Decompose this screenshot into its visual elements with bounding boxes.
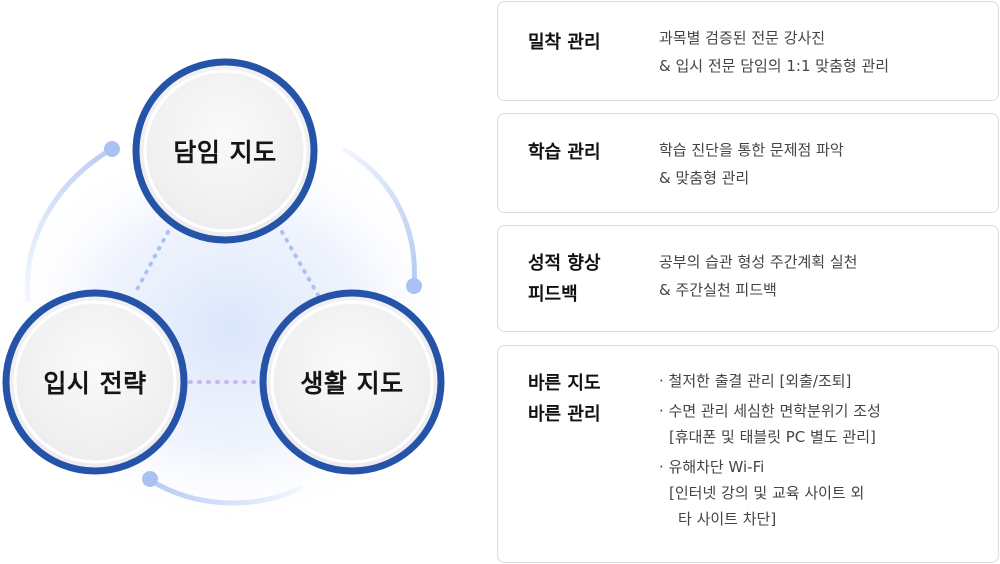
card-title-line: 밀착 관리 [528,32,601,53]
connector-top-left [132,230,170,297]
card-body-line: 과목별 검증된 전문 강사진 [659,29,826,47]
card-title-line: 성적 향상 [528,253,601,274]
bullet-line: · 유해차단 Wi-Fi [659,458,765,476]
card-title-line: 바른 관리 [528,404,601,425]
circle-admission-strategy [2,289,188,475]
card-title: 성적 향상 피드백 [528,248,601,310]
bullet-line: 타 사이트 차단] [678,510,777,528]
card-bullet-list: · 철저한 출결 관리 [외출/조퇴] · 수면 관리 세심한 면학분위기 조성… [659,368,881,536]
node-label-life: 생활 지도 [300,369,404,398]
node-label-admission: 입시 전략 [43,369,147,398]
card-title: 밀착 관리 [528,27,601,58]
card-body-line: 공부의 습관 형성 주간계획 실천 [659,253,858,271]
cycle-diagram: 담임 지도 생활 지도 입시 전략 [0,0,470,564]
cycle-diagram-graphic [0,58,460,530]
card-title: 바른 지도 바른 관리 [528,368,601,430]
card-body: 과목별 검증된 전문 강사진 & 입시 전문 담임의 1:1 맞춤형 관리 [659,24,889,80]
card-title-line: 피드백 [528,284,578,305]
arc-bottom [147,477,303,506]
arc-dot-right [406,278,422,294]
arc-dot-bottom [142,471,158,487]
card-title-line: 학습 관리 [528,142,601,163]
card-title: 학습 관리 [528,137,601,168]
bullet-line: · 철저한 출결 관리 [외출/조퇴] [659,372,852,390]
bullet-item-study-environment: · 수면 관리 세심한 면학분위기 조성 [휴대폰 및 태블릿 PC 별도 관리… [659,398,881,450]
circle-life-guidance [259,289,445,475]
bullet-item-attendance: · 철저한 출결 관리 [외출/조퇴] [659,368,881,394]
card-body-line: 학습 진단을 통한 문제점 파악 [659,141,844,159]
card-right-guidance: 바른 지도 바른 관리 · 철저한 출결 관리 [외출/조퇴] · 수면 관리 … [497,345,999,563]
arc-dot-left [104,141,120,157]
card-body: 학습 진단을 통한 문제점 파악 & 맞춤형 관리 [659,136,844,192]
card-grade-feedback: 성적 향상 피드백 공부의 습관 형성 주간계획 실천 & 주간실천 피드백 [497,225,999,332]
card-body-line: & 맞춤형 관리 [659,169,750,187]
card-body-line: & 입시 전문 담임의 1:1 맞춤형 관리 [659,57,890,75]
bullet-line: [인터넷 강의 및 교육 사이트 외 [669,484,865,502]
card-body: 공부의 습관 형성 주간계획 실천 & 주간실천 피드백 [659,248,857,304]
card-study-management: 학습 관리 학습 진단을 통한 문제점 파악 & 맞춤형 관리 [497,113,999,213]
arc-right-upper [342,147,417,289]
circle-homeroom-guidance [132,58,318,244]
bullet-item-wifi-filter: · 유해차단 Wi-Fi [인터넷 강의 및 교육 사이트 외 타 사이트 차단… [659,454,881,532]
node-label-homeroom: 담임 지도 [173,138,277,167]
connector-top-right [280,230,320,297]
card-title-line: 바른 지도 [528,373,601,394]
bullet-line: · 수면 관리 세심한 면학분위기 조성 [659,402,881,420]
bullet-line: [휴대폰 및 태블릿 PC 별도 관리] [669,428,876,446]
arc-left-upper [24,147,113,303]
card-close-management: 밀착 관리 과목별 검증된 전문 강사진 & 입시 전문 담임의 1:1 맞춤형… [497,1,999,101]
card-body-line: & 주간실천 피드백 [659,281,777,299]
